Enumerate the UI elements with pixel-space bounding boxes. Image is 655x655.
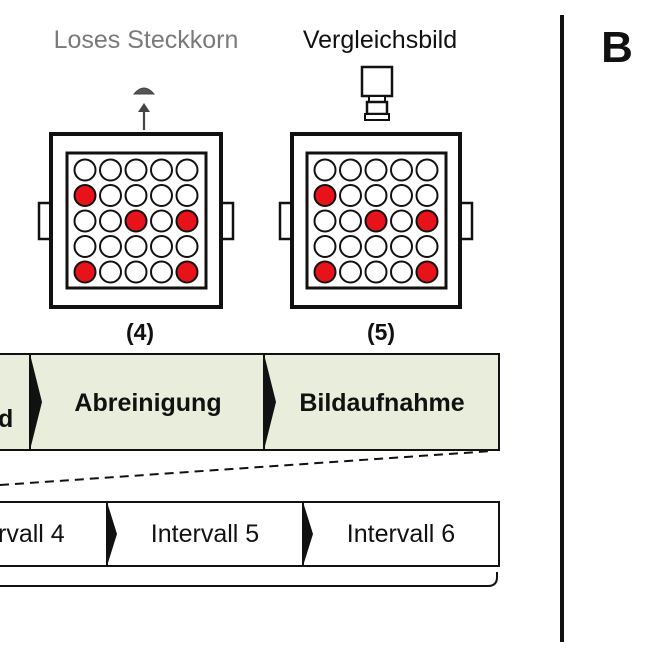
empty-hole bbox=[73, 158, 97, 182]
empty-hole bbox=[339, 158, 362, 182]
empty-hole bbox=[175, 158, 199, 182]
empty-hole bbox=[175, 235, 199, 258]
filled-hole bbox=[364, 209, 388, 233]
stage-4-number: (4) bbox=[126, 319, 154, 345]
stage-5-apparatus bbox=[278, 132, 474, 309]
filled-hole bbox=[415, 260, 439, 284]
empty-hole bbox=[73, 209, 97, 233]
empty-hole bbox=[339, 235, 362, 258]
stage-5-caption: Vergleichsbild bbox=[303, 26, 457, 54]
process-separator-1 bbox=[29, 354, 42, 450]
interval-5-label: Intervall 5 bbox=[151, 520, 259, 548]
empty-hole bbox=[364, 158, 388, 182]
empty-hole bbox=[415, 158, 439, 182]
filled-hole bbox=[124, 209, 148, 233]
empty-hole bbox=[99, 158, 122, 182]
empty-hole bbox=[150, 184, 173, 207]
interval-band-bg bbox=[0, 501, 500, 567]
empty-hole bbox=[175, 184, 199, 207]
empty-hole bbox=[313, 209, 337, 233]
empty-hole bbox=[339, 184, 362, 207]
stage-4: Loses Steckkorn (4) bbox=[37, 26, 239, 345]
process-step-abreinigung: Abreinigung bbox=[74, 389, 221, 417]
process-band: d Abreinigung Bildaufnahme bbox=[0, 353, 500, 451]
filled-hole bbox=[73, 184, 97, 207]
filled-hole bbox=[313, 260, 337, 284]
empty-hole bbox=[99, 209, 122, 233]
empty-hole bbox=[73, 235, 97, 258]
empty-hole bbox=[99, 260, 122, 284]
process-separator-2 bbox=[263, 354, 276, 450]
empty-hole bbox=[364, 260, 388, 284]
loose-pin-arrow-icon bbox=[132, 87, 156, 130]
empty-hole bbox=[339, 209, 362, 233]
empty-hole bbox=[364, 184, 388, 207]
empty-hole bbox=[150, 158, 173, 182]
zoom-connector-line bbox=[0, 450, 493, 486]
empty-hole bbox=[390, 158, 413, 182]
stage-5-number: (5) bbox=[367, 319, 395, 345]
empty-hole bbox=[124, 235, 148, 258]
process-step-bildaufnahme: Bildaufnahme bbox=[299, 389, 464, 417]
interval-band: rvall 4 Intervall 5 Intervall 6 bbox=[0, 501, 500, 567]
stage-4-caption: Loses Steckkorn bbox=[54, 26, 239, 54]
empty-hole bbox=[390, 209, 413, 233]
empty-hole bbox=[150, 260, 173, 284]
empty-hole bbox=[150, 209, 173, 233]
empty-hole bbox=[390, 235, 413, 258]
empty-hole bbox=[99, 235, 122, 258]
empty-hole bbox=[390, 260, 413, 284]
panel-letter: B bbox=[601, 23, 633, 72]
stage-5: Vergleichsbild (5) bbox=[278, 26, 474, 345]
camera-icon bbox=[360, 65, 394, 121]
empty-hole bbox=[124, 260, 148, 284]
empty-hole bbox=[124, 184, 148, 207]
process-band-bg bbox=[0, 353, 500, 451]
filled-hole bbox=[175, 209, 199, 233]
empty-hole bbox=[390, 184, 413, 207]
interval-separator-2 bbox=[302, 502, 313, 566]
empty-hole bbox=[99, 184, 122, 207]
bottom-brace bbox=[0, 572, 498, 587]
stage-4-apparatus bbox=[37, 132, 235, 309]
filled-hole bbox=[415, 209, 439, 233]
empty-hole bbox=[339, 260, 362, 284]
stage-4-hole-grid bbox=[73, 158, 199, 284]
interval-6-label: Intervall 6 bbox=[347, 520, 455, 548]
filled-hole bbox=[313, 184, 337, 207]
filled-hole bbox=[175, 260, 199, 284]
empty-hole bbox=[415, 235, 439, 258]
empty-hole bbox=[415, 184, 439, 207]
process-step-partial: d bbox=[0, 405, 13, 433]
empty-hole bbox=[313, 235, 337, 258]
empty-hole bbox=[364, 235, 388, 258]
empty-hole bbox=[124, 158, 148, 182]
empty-hole bbox=[313, 158, 337, 182]
filled-hole bbox=[73, 260, 97, 284]
interval-4-label: rvall 4 bbox=[0, 520, 65, 548]
interval-separator-1 bbox=[106, 502, 117, 566]
stage-5-hole-grid bbox=[313, 158, 439, 284]
empty-hole bbox=[150, 235, 173, 258]
